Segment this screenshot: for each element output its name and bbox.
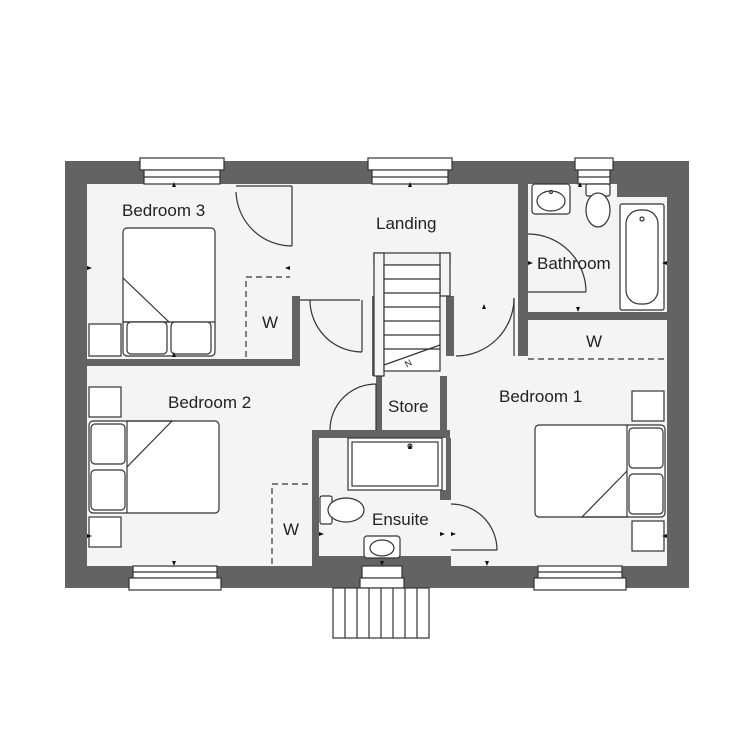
room-label-store: Store (388, 397, 429, 416)
window-bedroom3 (139, 157, 225, 185)
bed-bedroom2 (88, 386, 220, 548)
doors (235, 185, 587, 551)
room-label-bathroom: Bathroom (537, 254, 611, 273)
bed-bedroom1 (534, 390, 666, 552)
window-bedroom2 (128, 565, 222, 591)
shower-tray (347, 437, 443, 491)
front-steps (332, 587, 430, 639)
window-bathroom (574, 157, 614, 185)
toilet-bathroom (585, 183, 611, 228)
room-label-bedroom2: Bedroom 2 (168, 393, 251, 412)
window-landing (367, 157, 453, 185)
basin-bathroom (531, 183, 571, 215)
room-labels: Bedroom 3 Landing Bathroom Bedroom 2 Sto… (122, 201, 611, 529)
window-bedroom1 (533, 565, 627, 591)
door-bathroom (527, 233, 587, 293)
window-ensuite (359, 565, 405, 589)
door-bedroom2-landing (300, 299, 363, 353)
door-ensuite (450, 503, 498, 551)
bed-bedroom3 (88, 227, 216, 357)
wardrobe-labels: W W W (262, 313, 602, 539)
wardrobe-label-bedroom3: W (262, 313, 278, 332)
room-label-landing: Landing (376, 214, 437, 233)
basin-ensuite (363, 535, 401, 559)
bathroom-fixtures (531, 183, 665, 311)
staircase: N (373, 252, 451, 377)
windows (128, 157, 627, 591)
door-store (329, 383, 377, 431)
room-label-bedroom3: Bedroom 3 (122, 201, 205, 220)
wardrobe-label-bedroom2: W (283, 520, 299, 539)
bath (619, 203, 665, 311)
room-label-bedroom1: Bedroom 1 (499, 387, 582, 406)
wardrobe-label-bedroom1: W (586, 332, 602, 351)
door-bedroom1-landing (455, 297, 515, 357)
room-label-ensuite: Ensuite (372, 510, 429, 529)
toilet-ensuite (319, 495, 365, 525)
arrow-markers (87, 182, 667, 566)
wardrobe-outlines (245, 276, 667, 564)
door-bedroom3 (235, 185, 293, 247)
stair-direction-marker: N (403, 357, 414, 369)
ensuite-fixtures (319, 437, 443, 559)
